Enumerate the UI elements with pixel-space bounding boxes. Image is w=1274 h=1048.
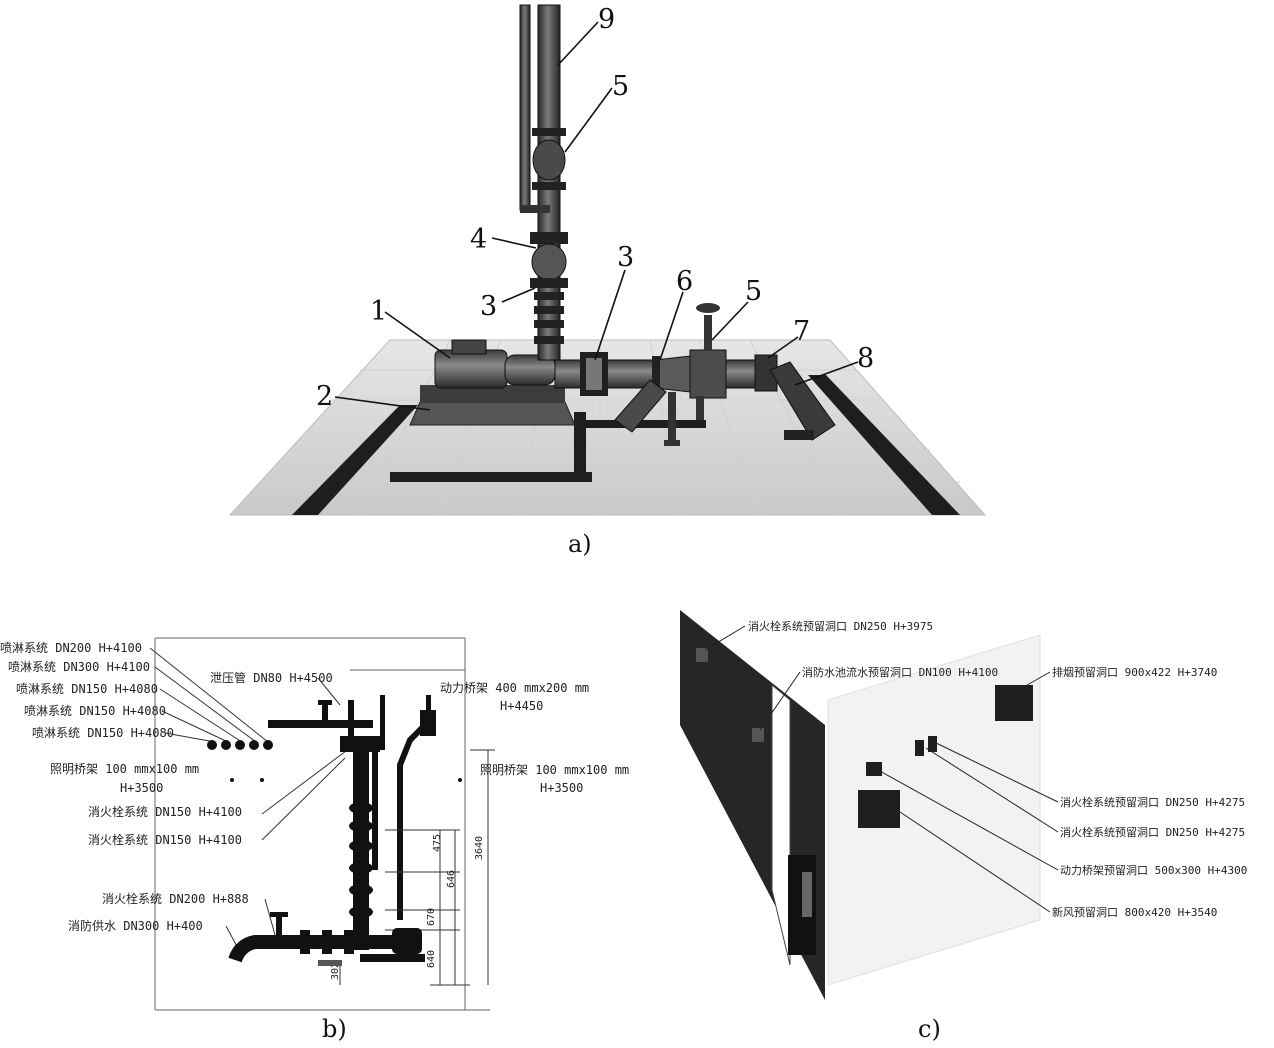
drain-trench-mid	[586, 420, 706, 428]
label-relief-pipe: 泄压管 DN80 H+4500	[210, 670, 333, 685]
dim-3640: 3640	[474, 836, 485, 860]
gate-valve-horizontal	[689, 349, 727, 399]
label-hydrant-opening-dn250-3975: 消火栓系统预留洞口 DN250 H+3975	[748, 619, 933, 633]
opening-fresh-air	[858, 790, 900, 828]
label-hydrant-dn150-b: 消火栓系统 DN150 H+4100	[88, 832, 242, 847]
dimension-values: 475 646 670 640 3640 302	[330, 834, 485, 980]
opening-fire-hydrant-b	[928, 736, 937, 752]
label-hydrant-opening-4275-b: 消火栓系统预留洞口 DN250 H+4275	[1060, 825, 1245, 839]
callout-3-horizontal: 3	[617, 242, 634, 273]
label-sprinkler-dn300: 喷淋系统 DN300 H+4100	[8, 660, 150, 674]
opening-fire-hydrant-dark	[696, 648, 708, 662]
label-sprinkler-dn150-b: 喷淋系统 DN150 H+4080	[24, 704, 166, 718]
label-pool-drain-opening: 消防水池流水预留洞口 DN100 H+4100	[802, 665, 998, 679]
panel-b-section-drawing: 喷淋系统 DN200 H+4100 喷淋系统 DN300 H+4100 喷淋系统…	[0, 590, 660, 1048]
callout-4: 4	[470, 224, 487, 255]
panel-a-pump-room-3d-model: 9 5 4 3 3 1 2 6 5 7 8 a)	[228, 4, 987, 558]
eccentric-reducer	[654, 355, 691, 393]
dim-670: 670	[426, 908, 437, 926]
opening-power-tray	[866, 762, 882, 776]
panel-c-labels: 消火栓系统预留洞口 DN250 H+3975 消防水池流水预留洞口 DN100 …	[748, 619, 1247, 919]
label-lighting-tray-right-elev: H+3500	[540, 781, 583, 795]
label-hydrant-opening-4275-a: 消火栓系统预留洞口 DN250 H+4275	[1060, 795, 1245, 809]
label-fire-supply-dn300: 消防供水 DN300 H+400	[68, 918, 203, 933]
branch-pipe	[614, 379, 667, 433]
sprinkler-pipe-sections	[207, 740, 462, 782]
callout-3-vertical: 3	[480, 291, 497, 322]
label-lighting-tray-left-elev: H+3500	[120, 781, 163, 795]
callout-2: 2	[316, 381, 333, 412]
label-lighting-tray-left: 照明桥架 100 mmx100 mm	[50, 762, 199, 776]
callout-7: 7	[793, 316, 810, 347]
bypass-pipe	[519, 4, 531, 211]
callout-8: 8	[857, 343, 874, 374]
panel-c-caption: c)	[918, 1015, 941, 1043]
label-sprinkler-dn150-a: 喷淋系统 DN150 H+4080	[16, 682, 158, 696]
label-smoke-exhaust-opening: 排烟预留洞口 900x422 H+3740	[1052, 665, 1217, 679]
label-sprinkler-dn150-c: 喷淋系统 DN150 H+4080	[32, 726, 174, 740]
gate-valve-vertical	[530, 232, 568, 244]
callout-5-upper: 5	[612, 71, 629, 102]
drain-trench-front	[390, 472, 592, 482]
callout-6: 6	[676, 266, 693, 297]
label-sprinkler-dn200: 喷淋系统 DN200 H+4100	[0, 641, 142, 655]
power-tray	[397, 717, 433, 920]
panel-b-illustration: 喷淋系统 DN200 H+4100 喷淋系统 DN300 H+4100 喷淋系统…	[0, 637, 629, 1011]
check-valve-upper	[532, 139, 566, 181]
panel-a-callout-numbers: 9 5 4 3 3 1 2 6 5 7 8	[316, 4, 874, 412]
callout-1: 1	[370, 296, 387, 327]
panel-c-wall-openings: 消火栓系统预留洞口 DN250 H+3975 消防水池流水预留洞口 DN100 …	[660, 590, 1274, 1048]
pump-motor-section	[392, 928, 422, 954]
panel-b-leaders	[149, 647, 351, 953]
relief-pipe	[268, 720, 373, 728]
pump-base	[409, 401, 576, 426]
flexible-joint-vertical	[534, 292, 564, 300]
label-power-tray-opening: 动力桥架预留洞口 500x300 H+4300	[1060, 864, 1247, 877]
drain-trench-left	[292, 405, 418, 515]
panel-a-caption: a)	[568, 530, 592, 558]
label-power-tray-elev: H+4450	[500, 699, 543, 713]
dim-640: 640	[426, 950, 437, 968]
panel-a-leaders	[334, 21, 859, 411]
opening-smoke-exhaust	[995, 685, 1033, 721]
callout-5-lower: 5	[745, 276, 762, 307]
valve-cluster	[340, 736, 380, 752]
opening-fire-hydrant-a	[915, 740, 924, 756]
light-wall-panel	[827, 634, 1041, 986]
dim-302: 302	[330, 962, 341, 980]
label-power-tray: 动力桥架 400 mmx200 mm	[440, 681, 589, 695]
panel-a-illustration: 9 5 4 3 3 1 2 6 5 7 8	[228, 4, 987, 516]
panel-c-illustration: 消火栓系统预留洞口 DN250 H+3975 消防水池流水预留洞口 DN100 …	[680, 610, 1247, 1000]
label-fresh-air-opening: 新风预留洞口 800x420 H+3540	[1052, 905, 1217, 919]
label-lighting-tray-right: 照明桥架 100 mmx100 mm	[480, 763, 629, 777]
fire-supply-pipe	[228, 935, 395, 963]
dim-646: 646	[446, 870, 457, 888]
label-hydrant-dn200: 消火栓系统 DN200 H+888	[102, 891, 249, 906]
callout-9: 9	[598, 4, 615, 35]
drain-trench-riser	[574, 412, 586, 482]
drain-trench-right	[808, 375, 960, 515]
panel-b-frame	[154, 637, 490, 1011]
label-hydrant-dn150-a: 消火栓系统 DN150 H+4100	[88, 804, 242, 819]
panel-b-caption: b)	[322, 1015, 347, 1043]
panel-c-leaders	[704, 625, 1059, 913]
suction-inlet-pipe	[769, 361, 836, 441]
panel-b-labels: 喷淋系统 DN200 H+4100 喷淋系统 DN300 H+4100 喷淋系统…	[0, 641, 629, 933]
dim-475: 475	[432, 834, 443, 852]
